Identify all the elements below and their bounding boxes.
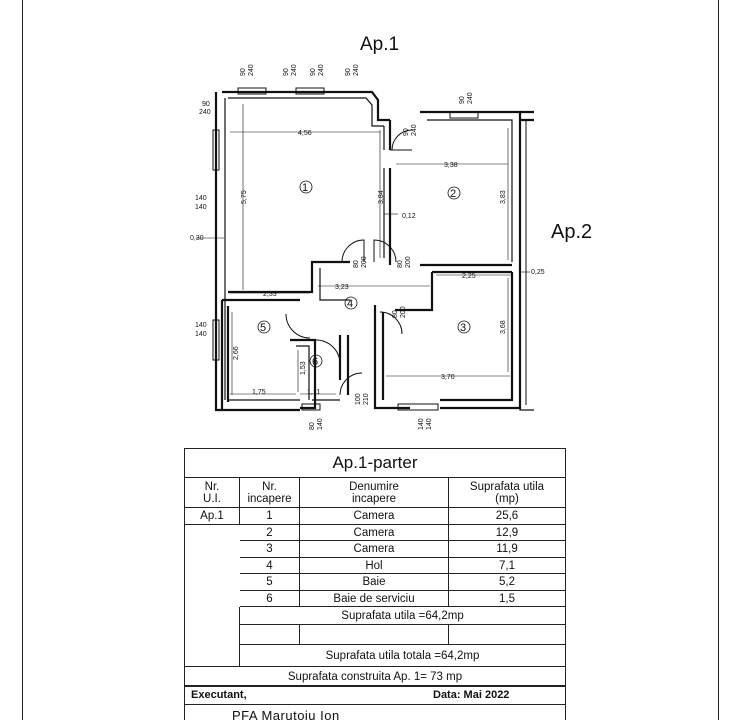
dim-door-room3: 80200 xyxy=(392,306,407,318)
dim-width-111: 1,11 xyxy=(307,389,320,396)
wall-room1-bottom xyxy=(222,260,350,302)
dim-door-room2: 90240 xyxy=(403,124,418,136)
row-4-name: Hol xyxy=(300,557,449,574)
dim-width-323: 3,23 xyxy=(335,284,349,291)
date-label: Data: Mai 2022 xyxy=(433,689,510,701)
header-ui: Nr. U.I. xyxy=(185,478,240,508)
row-3-area: 11,9 xyxy=(449,541,565,558)
dim-door-room2b: 80200 xyxy=(397,256,412,268)
dim-width-370: 3,70 xyxy=(441,374,455,381)
row-4-nr: 4 xyxy=(240,557,300,574)
table-body: Ap.1 1 Camera 25,6 2 Camera 12,9 3 Camer… xyxy=(185,508,565,607)
floor-plan: 90240 90240 90240 90240 90240 90240 90 2… xyxy=(190,64,545,430)
room-table: Ap.1-parter Nr. U.I. Nr. incapere Denumi… xyxy=(184,448,566,687)
row-3-name: Camera xyxy=(300,541,449,558)
row-3-nr: 3 xyxy=(240,541,300,558)
room-number-5: 5 xyxy=(260,322,266,334)
row-5-nr: 5 xyxy=(240,574,300,591)
svg-text:140: 140 xyxy=(195,204,207,211)
row-1-name: Camera xyxy=(300,508,449,525)
wall-bath-service xyxy=(290,338,317,410)
row-5-name: Baie xyxy=(300,574,449,591)
row-1-nr: 1 xyxy=(240,508,300,525)
room-number-2: 2 xyxy=(450,188,456,200)
dim-gap-025: 0,25 xyxy=(531,269,545,276)
dim-door-room1: 80200 xyxy=(353,256,368,268)
svg-text:140: 140 xyxy=(195,331,207,338)
room-number-6: 6 xyxy=(312,356,318,368)
blank-row xyxy=(240,625,565,645)
dim-height-153: 1,53 xyxy=(300,361,307,375)
executant-row: Executant, Data: Mai 2022 xyxy=(184,685,566,705)
dim-window-room3: 140140 xyxy=(418,418,433,430)
dim-gap-012: 0,12 xyxy=(402,213,416,220)
row-5-area: 5,2 xyxy=(449,574,565,591)
dim-height-383: 3,83 xyxy=(500,190,507,204)
room-number-1: 1 xyxy=(302,182,308,194)
row-2-name: Camera xyxy=(300,524,449,541)
dim-top-window-4: 90240 xyxy=(345,64,360,76)
wall-top xyxy=(222,90,390,122)
row-6-name: Baie de serviciu xyxy=(300,590,449,607)
apartment-2-title: Ap.2 xyxy=(551,221,593,243)
usable-area-overall: Suprafata utila totala =64,2mp xyxy=(240,645,565,667)
summary-left-blank xyxy=(185,607,240,667)
dim-top-window-2: 90240 xyxy=(283,64,298,76)
unit-cell: Ap.1 xyxy=(185,508,240,525)
dim-door-entrance: 100210 xyxy=(355,393,370,405)
dim-height-384: 3,84 xyxy=(378,190,385,204)
dim-top-window-3: 90240 xyxy=(310,64,325,76)
room-number-4: 4 xyxy=(347,298,353,310)
dim-left-window: 90 xyxy=(202,101,210,108)
executant-name: PFA Marutoiu Ion xyxy=(232,708,340,723)
page-border xyxy=(22,0,719,720)
executant-name-row: PFA Marutoiu Ion xyxy=(184,705,566,723)
dim-width-456: 4,56 xyxy=(298,130,312,137)
table-header: Nr. U.I. Nr. incapere Denumire incapere … xyxy=(185,478,565,508)
wall-room3-left xyxy=(373,305,410,410)
dim-window-room2: 90240 xyxy=(459,92,474,104)
dim-gap-030: 0,30 xyxy=(190,235,204,242)
dim-height-368: 3,68 xyxy=(500,320,507,334)
dim-width-338: 3,38 xyxy=(444,162,458,169)
row-1-area: 25,6 xyxy=(449,508,565,525)
header-area: Suprafata utila (mp) xyxy=(449,478,565,508)
row-2-area: 12,9 xyxy=(449,525,565,541)
svg-text:240: 240 xyxy=(199,109,211,116)
dim-height-575: 5,75 xyxy=(241,190,248,204)
wall-hall-right xyxy=(395,263,512,312)
header-room-name: Denumire incapere xyxy=(300,478,449,508)
built-area: Suprafata construita Ap. 1= 73 mp xyxy=(185,667,565,687)
dim-width-233: 2,33 xyxy=(263,291,277,298)
header-room-nr: Nr. incapere xyxy=(240,478,300,508)
dim-left-window-2: 140 xyxy=(195,195,207,202)
executant-label: Executant, xyxy=(191,689,247,701)
dim-height-266: 2,66 xyxy=(233,346,240,360)
wall-left xyxy=(214,92,300,412)
row-6-nr: 6 xyxy=(240,590,300,607)
dim-width-175: 1,75 xyxy=(252,389,266,396)
row-4-area: 7,1 xyxy=(449,558,565,574)
row-2-nr: 2 xyxy=(240,524,300,541)
apartment-1-title: Ap.1 xyxy=(360,34,400,55)
dim-width-225: 2,25 xyxy=(462,273,476,280)
dim-top-window-1: 90240 xyxy=(240,64,255,76)
dim-left-window-3: 140 xyxy=(195,322,207,329)
dim-window-bath: 80140 xyxy=(309,418,324,430)
summary-block: Suprafata utila =64,2mp Suprafata utila … xyxy=(185,607,565,667)
room-number-3: 3 xyxy=(460,322,466,334)
row-6-area: 1,5 xyxy=(449,591,565,607)
table-title: Ap.1-parter xyxy=(185,449,565,478)
usable-area-total: Suprafata utila =64,2mp xyxy=(240,607,565,625)
